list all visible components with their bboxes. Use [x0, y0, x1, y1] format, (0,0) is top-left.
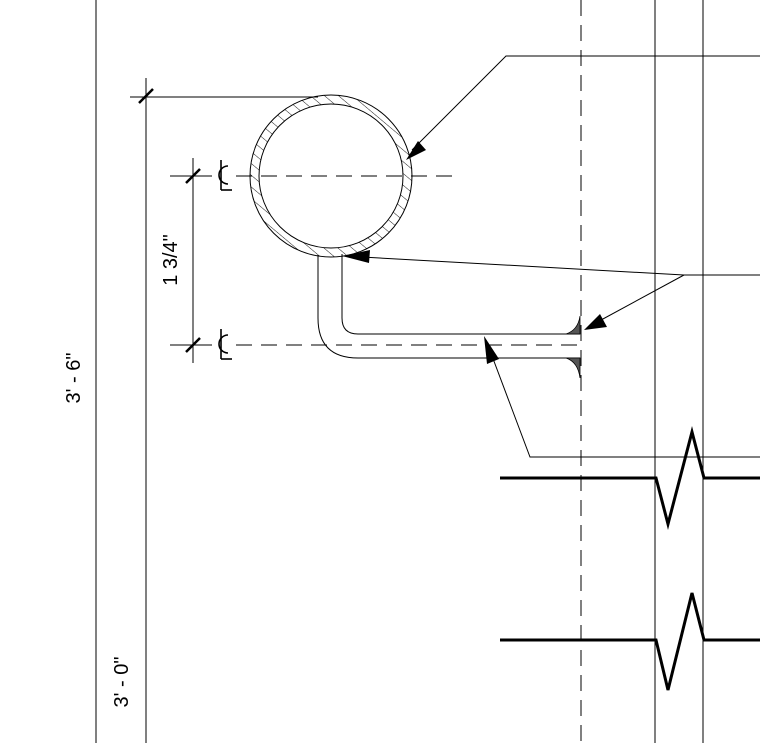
centerline-icon [218, 329, 232, 360]
rail-offset-dimension: 1 3/4" [160, 234, 182, 286]
weld-leader-arrowhead [584, 314, 607, 330]
lower-height-dimension: 3' - 0" [111, 657, 133, 708]
overall-height-dimension: 3' - 6" [63, 353, 85, 404]
bracket-outer-edge [317, 255, 580, 359]
handrail-pipe-outer [249, 94, 413, 258]
centerline-leader-line [485, 339, 760, 458]
weld-fillet-bottom [565, 357, 581, 379]
lower-break-line [500, 592, 760, 691]
offset-upper-tick [185, 168, 201, 184]
handrail-pipe-inner [258, 103, 404, 249]
weld-fillet-top [565, 315, 581, 335]
centerline-icon [218, 160, 232, 191]
bracket-inner-edge [341, 254, 580, 335]
bracket-leader-arrowhead [342, 250, 370, 263]
offset-lower-tick [185, 337, 201, 353]
pipe-leader-line [411, 55, 760, 151]
pipe-wall-hatch [240, 85, 422, 267]
upper-break-line [500, 426, 760, 530]
top-of-rail-tick [138, 88, 154, 104]
pipe-leader-arrowhead [406, 141, 426, 160]
centerline-leader-arrowhead [484, 336, 499, 364]
weld-leader-line [589, 274, 685, 327]
